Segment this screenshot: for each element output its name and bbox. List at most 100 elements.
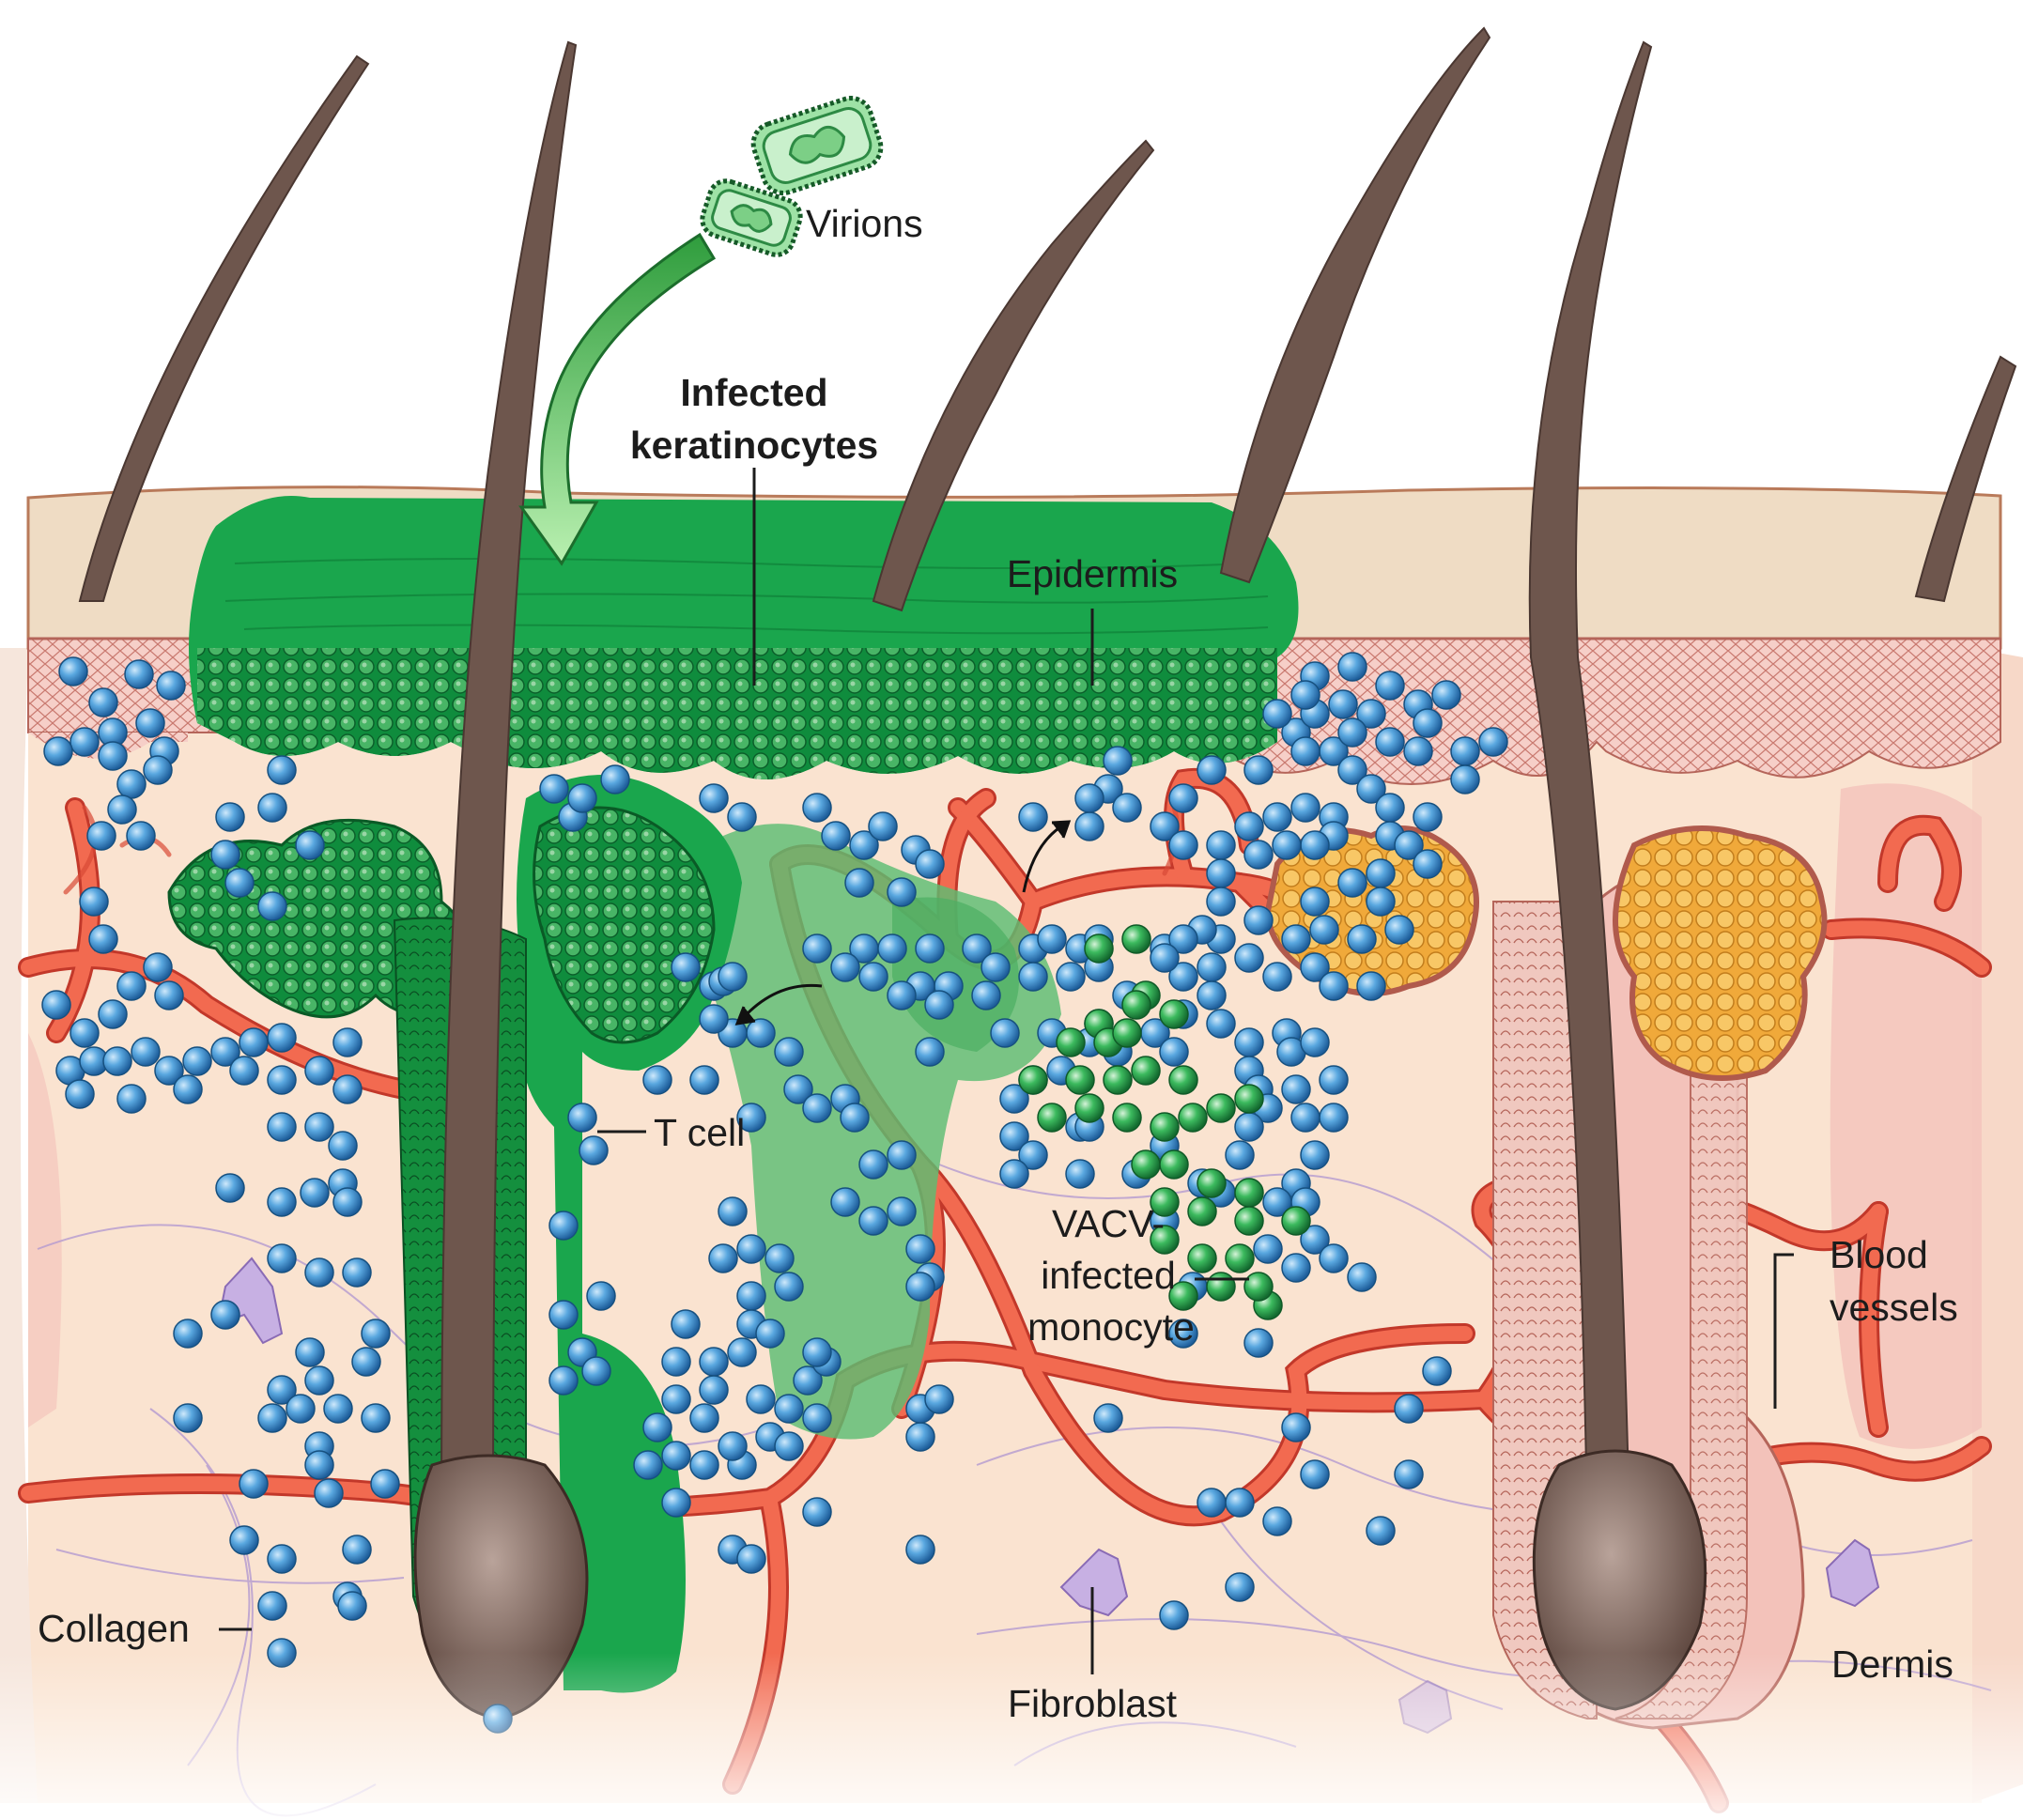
t-cell xyxy=(1168,830,1198,860)
t-cell xyxy=(116,1084,147,1114)
t-cell xyxy=(300,1178,330,1208)
t-cell xyxy=(1384,915,1414,945)
label-dermis: Dermis xyxy=(1831,1643,1954,1686)
t-cell xyxy=(173,1403,203,1433)
t-cell xyxy=(1262,1506,1292,1536)
t-cell xyxy=(86,821,116,851)
t-cell xyxy=(1197,952,1227,982)
t-cell xyxy=(718,1196,748,1226)
monocyte xyxy=(1187,1196,1217,1226)
t-cell xyxy=(1159,1600,1189,1630)
t-cell xyxy=(124,659,154,689)
t-cell xyxy=(361,1403,391,1433)
t-cell xyxy=(699,783,729,813)
t-cell xyxy=(1413,802,1443,832)
monocyte xyxy=(1056,1027,1086,1057)
t-cell xyxy=(633,1450,663,1480)
t-cell xyxy=(755,1319,785,1349)
t-cell xyxy=(1150,943,1180,973)
t-cell xyxy=(802,1403,832,1433)
t-cell xyxy=(98,741,128,771)
t-cell xyxy=(116,971,147,1001)
t-cell xyxy=(79,887,109,917)
t-cell xyxy=(1328,689,1358,719)
t-cell xyxy=(102,1046,132,1076)
t-cell xyxy=(304,1257,334,1288)
virion-small xyxy=(700,178,803,257)
t-cell xyxy=(1300,887,1330,917)
t-cell xyxy=(1206,1009,1236,1039)
t-cell xyxy=(1281,1412,1311,1442)
t-cell xyxy=(1403,736,1433,766)
t-cell xyxy=(905,1272,935,1302)
t-cell xyxy=(1290,680,1320,710)
t-cell xyxy=(887,877,917,907)
t-cell xyxy=(1319,1243,1349,1273)
t-cell xyxy=(581,1356,611,1386)
t-cell xyxy=(1234,943,1264,973)
t-cell xyxy=(1366,887,1396,917)
monocyte xyxy=(1281,1206,1311,1236)
t-cell xyxy=(342,1535,372,1565)
label-epidermis: Epidermis xyxy=(1007,552,1178,595)
monocyte xyxy=(1234,1084,1264,1114)
t-cell xyxy=(173,1319,203,1349)
t-cell xyxy=(661,1488,691,1518)
t-cell xyxy=(116,769,147,799)
t-cell xyxy=(229,1056,259,1086)
t-cell xyxy=(1450,736,1480,766)
t-cell xyxy=(1337,652,1367,682)
t-cell xyxy=(764,1243,795,1273)
virion-large xyxy=(750,95,884,196)
t-cell xyxy=(774,1272,804,1302)
t-cell xyxy=(304,1112,334,1142)
t-cell xyxy=(671,1309,701,1339)
t-cell xyxy=(877,933,907,964)
t-cell xyxy=(746,1018,776,1048)
monocyte xyxy=(1206,1093,1236,1123)
t-cell xyxy=(1056,962,1086,992)
t-cell xyxy=(1356,971,1386,1001)
t-cell xyxy=(286,1394,316,1424)
t-cell xyxy=(224,868,255,898)
t-cell xyxy=(1018,962,1048,992)
t-cell xyxy=(295,830,325,860)
t-cell xyxy=(567,1103,597,1133)
label-t-cell: T cell xyxy=(654,1111,745,1154)
t-cell xyxy=(1234,1027,1264,1057)
label-infected: Infected xyxy=(680,371,827,414)
t-cell xyxy=(1065,1159,1095,1189)
t-cell xyxy=(332,1187,363,1217)
t-cell xyxy=(351,1347,381,1377)
label-collagen: Collagen xyxy=(38,1607,190,1650)
t-cell xyxy=(821,821,851,851)
monocyte xyxy=(1037,1103,1067,1133)
t-cell xyxy=(981,952,1011,982)
t-cell xyxy=(126,821,156,851)
t-cell xyxy=(844,868,874,898)
leader-lines xyxy=(219,468,1794,1674)
monocyte xyxy=(1131,1056,1161,1086)
t-cell xyxy=(858,962,888,992)
t-cell xyxy=(107,794,137,825)
t-cell xyxy=(971,980,1001,1010)
t-cell xyxy=(689,1065,719,1095)
t-cell xyxy=(69,1018,100,1048)
t-cell xyxy=(143,755,173,785)
migration-arrows xyxy=(734,820,1072,1026)
t-cell xyxy=(727,1337,757,1367)
t-cell xyxy=(924,1384,954,1414)
t-cell xyxy=(699,1347,729,1377)
t-cell xyxy=(267,1544,297,1574)
t-cell xyxy=(361,1319,391,1349)
monocyte xyxy=(1159,999,1189,1029)
label-keratinocytes: keratinocytes xyxy=(630,424,878,467)
t-cell xyxy=(257,793,287,823)
t-cell xyxy=(830,1187,860,1217)
monocyte xyxy=(1234,1178,1264,1208)
infected-epidermis-plaque xyxy=(189,496,1299,779)
t-cell xyxy=(210,1300,240,1330)
t-cell xyxy=(1262,802,1292,832)
t-cell xyxy=(332,1074,363,1104)
t-cell xyxy=(579,1135,609,1165)
